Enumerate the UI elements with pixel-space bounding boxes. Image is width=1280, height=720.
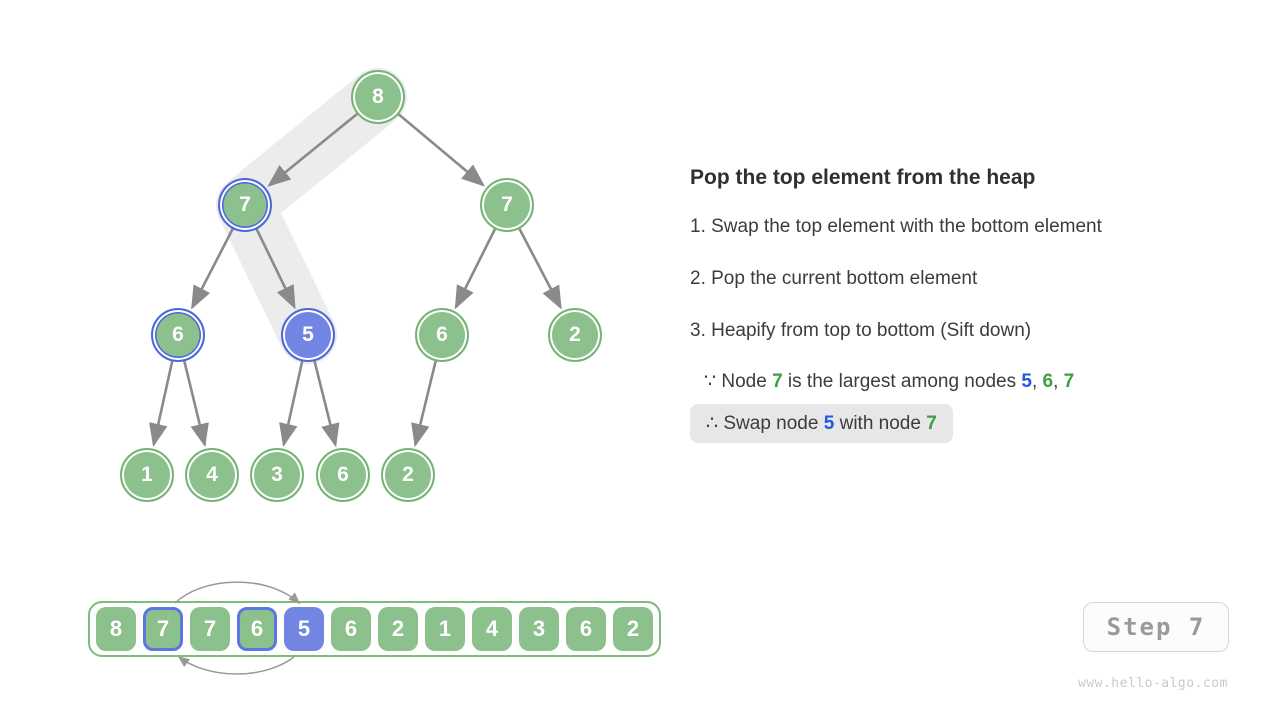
tree-node-value: 6 [337,463,349,486]
tree-node: 3 [250,448,304,502]
tree-node-value: 1 [141,463,153,486]
array-cell: 6 [237,607,277,651]
array-cell: 5 [284,607,324,651]
tree-nodes-layer: 8 7 7 6 5 6 2 1 4 3 6 2 [0,0,680,560]
step-indicator-button[interactable]: Step 7 [1083,602,1229,652]
tree-node-value: 6 [436,323,448,346]
panel-step: 3. Heapify from top to bottom (Sift down… [690,320,1032,341]
array-cell-value: 4 [485,616,499,641]
array-cell-value: 2 [626,616,640,641]
step-label: Step 7 [1106,613,1206,641]
tree-node-value: 2 [402,463,414,486]
tree-node: 6 [316,448,370,502]
array-cell: 4 [472,607,512,651]
tree-node: 7 [480,178,534,232]
array-cell-value: 3 [532,616,546,641]
array-cell-value: 2 [391,616,405,641]
tree-node-value: 6 [172,323,184,346]
tree-node-value: 7 [501,193,513,216]
array-cell-value: 6 [344,616,358,641]
panel-step: 1. Swap the top element with the bottom … [690,216,1102,237]
swap-arc-top [174,581,301,605]
tree-node-value: 7 [239,193,251,216]
tree-node: 6 [151,308,205,362]
array-cell-value: 1 [438,616,452,641]
array-cell: 6 [566,607,606,651]
tree-node-value: 4 [206,463,218,486]
text-segment: , [1053,371,1064,392]
watermark: www.hello-algo.com [1078,676,1228,691]
tree-node-value: 8 [372,85,384,108]
node-ref: 7 [926,413,937,434]
node-ref: 7 [772,371,783,392]
tree-node-value: 3 [271,463,283,486]
tree-node: 6 [415,308,469,362]
tree-node: 5 [281,308,335,362]
array-cell-value: 7 [156,616,170,641]
tree-node: 8 [351,70,405,124]
heap-array: 8 7 7 6 5 6 2 1 4 3 6 2 [88,601,661,657]
array-cell-value: 7 [203,616,217,641]
tree-edges [149,112,562,448]
node-ref: 5 [823,413,835,434]
node-ref: 6 [1042,371,1054,392]
array-cell: 3 [519,607,559,651]
array-cell: 8 [96,607,136,651]
tree-node: 2 [381,448,435,502]
array-cell: 7 [143,607,183,651]
swap-arc-bottom [177,655,295,675]
tree-node-value: 2 [569,323,581,346]
therefore-note: ∴ Swap node 5 with node 7 [690,404,953,443]
node-ref: 7 [1063,371,1075,392]
panel-step: 2. Pop the current bottom element [690,268,978,289]
node-ref: 5 [1021,371,1032,392]
text-segment: , [1031,371,1043,392]
tree-node: 2 [548,308,602,362]
panel-title: Pop the top element from the heap [690,166,1036,189]
text-segment: is the largest among nodes [782,371,1022,392]
text-segment: with node [834,413,927,434]
array-cell-value: 6 [579,616,593,641]
text-segment: ∵ Node [704,371,773,392]
tree-node: 4 [185,448,239,502]
array-cell: 7 [190,607,230,651]
array-cell: 2 [613,607,653,651]
array-cell: 1 [425,607,465,651]
array-cell-value: 8 [109,616,123,641]
array-cell-value: 5 [297,616,311,641]
tree-node-value: 5 [302,323,314,346]
because-note: ∵ Node 7 is the largest among nodes 5, 6… [704,370,1074,393]
array-cell: 2 [378,607,418,651]
array-cell: 6 [331,607,371,651]
tree-node: 7 [218,178,272,232]
array-cell-value: 6 [250,616,264,641]
tree-node: 1 [120,448,174,502]
text-segment: ∴ Swap node [706,413,824,434]
